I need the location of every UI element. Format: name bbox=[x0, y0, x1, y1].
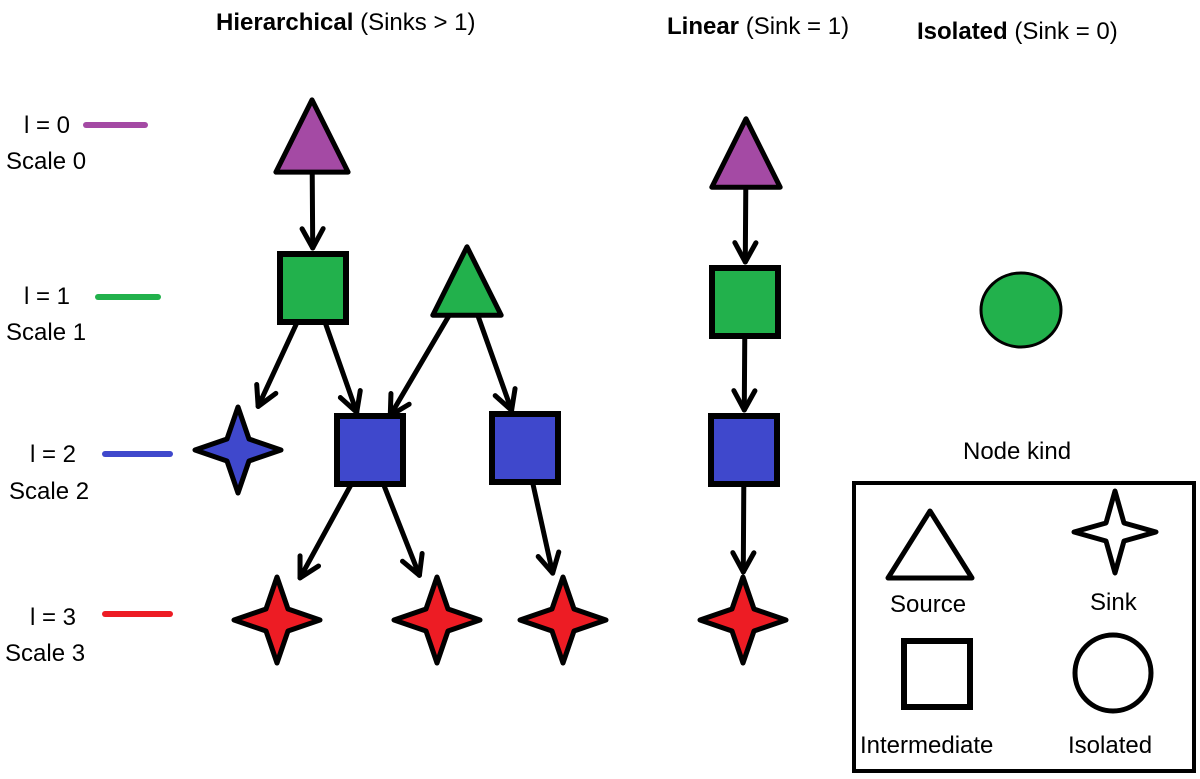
scale-label: Scale 3 bbox=[5, 640, 85, 667]
node-intermediate-h2b bbox=[334, 413, 406, 487]
isolated-circle-icon bbox=[1072, 632, 1154, 714]
node-intermediate-l1 bbox=[709, 265, 781, 339]
arrowhead-icon bbox=[730, 550, 757, 575]
level-2-label: l = 2 Scale 2 bbox=[9, 441, 173, 505]
node-sink-l3 bbox=[697, 574, 789, 666]
legend-label-intermediate: Intermediate bbox=[860, 732, 993, 759]
scale-label: Scale 1 bbox=[6, 319, 86, 346]
node-intermediate-l2 bbox=[708, 413, 780, 487]
legend-label-isolated: Isolated bbox=[1068, 732, 1152, 759]
level-0-label: l = 0 Scale 0 bbox=[6, 112, 148, 175]
edge-h1b-h2b bbox=[387, 312, 452, 419]
title-hierarchical: Hierarchical (Sinks > 1) bbox=[216, 9, 475, 36]
node-source-l0 bbox=[709, 116, 783, 190]
edge-h2b-h3b bbox=[380, 481, 425, 578]
node-source-h1b bbox=[430, 244, 504, 318]
edge-h0-h1a bbox=[299, 167, 326, 251]
level-label: l = 1 bbox=[24, 283, 70, 310]
arrowhead-icon bbox=[535, 549, 562, 576]
node-intermediate-h2c bbox=[489, 411, 561, 485]
arrowhead-icon bbox=[492, 386, 518, 413]
node-sink-h3b bbox=[391, 574, 483, 666]
sink-star-icon bbox=[1071, 488, 1159, 576]
title-linear: Linear (Sink = 1) bbox=[667, 13, 849, 40]
node-sink-h3c bbox=[517, 574, 609, 666]
arrowhead-icon bbox=[731, 388, 758, 413]
node-sink-h3a bbox=[231, 574, 323, 666]
arrowhead-icon bbox=[299, 226, 326, 251]
node-sink-h2a bbox=[192, 404, 284, 496]
edge-h1a-h2a bbox=[254, 319, 300, 409]
edges bbox=[254, 167, 759, 581]
level-1-label: l = 1 Scale 1 bbox=[6, 283, 161, 346]
edge-l1-l2 bbox=[731, 333, 758, 413]
edge-h2c-h3c bbox=[530, 479, 562, 576]
edge-h1a-h2b bbox=[322, 319, 363, 415]
arrowhead-icon bbox=[337, 388, 363, 415]
edge-h1b-h2c bbox=[475, 312, 518, 413]
arrowhead-icon bbox=[732, 240, 759, 265]
title-isolated: Isolated (Sink = 0) bbox=[917, 18, 1118, 45]
level-label: l = 0 bbox=[24, 112, 70, 139]
arrowhead-icon bbox=[297, 553, 322, 581]
scale-label: Scale 2 bbox=[9, 478, 89, 505]
level-label: l = 3 bbox=[30, 604, 76, 631]
scale-label: Scale 0 bbox=[6, 148, 86, 175]
arrowhead-icon bbox=[400, 551, 425, 578]
edge-h2b-h3a bbox=[297, 481, 354, 581]
legend: Source Sink Intermediate Isolated bbox=[860, 488, 1159, 759]
level-3-label: l = 3 Scale 3 bbox=[5, 604, 173, 667]
level-label: l = 2 bbox=[30, 441, 76, 468]
node-intermediate-h1a bbox=[277, 251, 349, 325]
intermediate-square-icon bbox=[901, 638, 973, 710]
arrowhead-icon bbox=[254, 381, 279, 409]
nodes bbox=[192, 97, 1063, 666]
legend-title: Node kind bbox=[963, 438, 1071, 465]
legend-label-sink: Sink bbox=[1090, 589, 1138, 616]
edge-l0-l1 bbox=[732, 184, 759, 265]
node-source-h0 bbox=[273, 97, 351, 175]
legend-label-source: Source bbox=[890, 591, 966, 618]
edge-l2-l3 bbox=[730, 481, 757, 575]
node-isolated-i1 bbox=[979, 271, 1063, 349]
source-triangle-icon bbox=[885, 508, 975, 581]
